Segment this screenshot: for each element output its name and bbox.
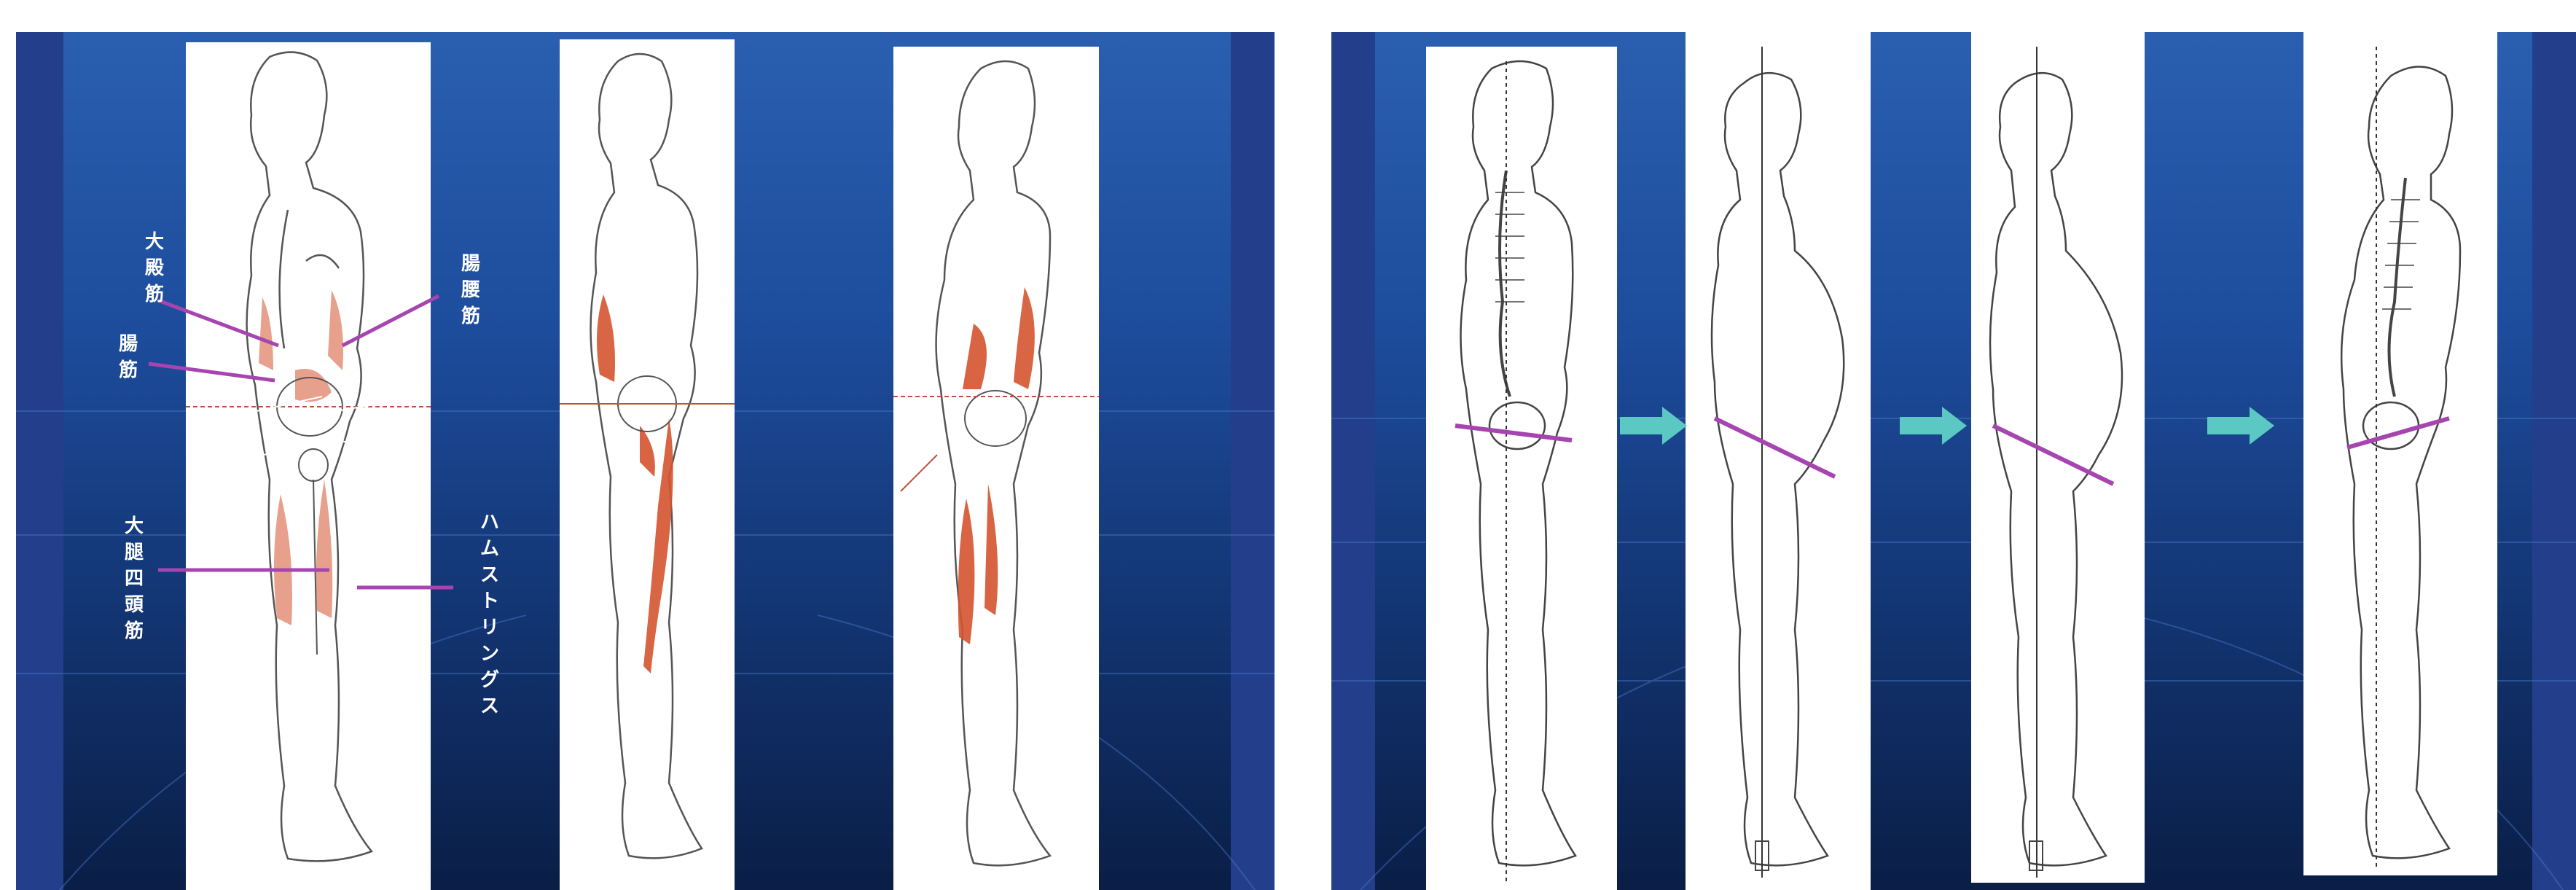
- posture-panel-pregnant-early: [1686, 32, 1871, 890]
- label-quadriceps: 大 腿 四 頭 筋: [112, 513, 156, 644]
- pregnant-figure-2: [1971, 32, 2145, 883]
- skeleton-figure-1: [1426, 47, 1617, 890]
- right-arrow-icon: [2207, 404, 2276, 448]
- right-arrow-icon: [1620, 404, 1688, 448]
- posture-panel-skeleton-normal: [1426, 47, 1617, 890]
- right-slide: [1331, 32, 2576, 890]
- pelvis-line: [1993, 426, 2113, 484]
- label-gluteus-maximus: 大 殿 筋: [133, 229, 176, 308]
- posture-panel-pregnant-late: [1971, 32, 2145, 883]
- label-gluteus-medius: 腸 筋: [108, 331, 149, 383]
- pelvis-line: [1715, 418, 1835, 477]
- label-hamstrings: ハ ム ス ト リ ン グ ス: [469, 510, 510, 719]
- pregnant-figure-1: [1686, 32, 1871, 890]
- posture-panel-skeleton-after: [2303, 32, 2497, 875]
- skeleton-figure-2: [2303, 32, 2497, 875]
- label-iliopsoas: 腸 腰 筋: [449, 251, 493, 329]
- right-arrow-icon: [1900, 404, 1968, 448]
- left-slide: 大 殿 筋 腸 筋 大 腿 四 頭 筋 腸 腰 筋 ハ ム ス ト リ ン グ …: [16, 32, 1275, 890]
- label-pointer-lines: [16, 32, 1275, 890]
